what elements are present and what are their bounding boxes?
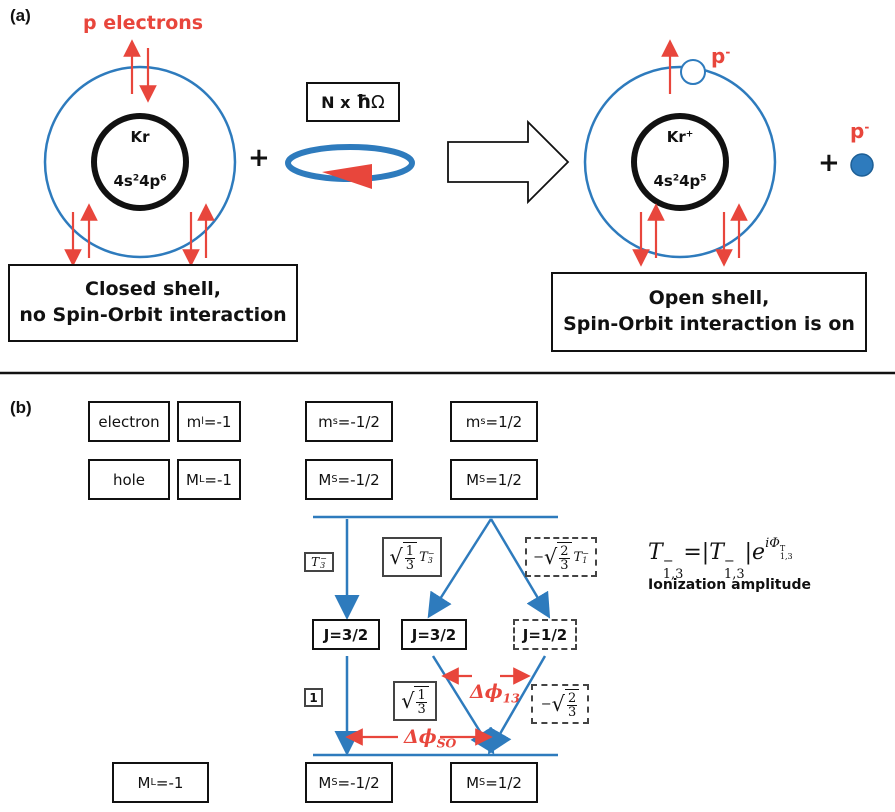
kr-ion-core <box>631 113 729 211</box>
dphi-so-label: ΔϕSO <box>404 726 457 751</box>
panel-b-label: (b) <box>10 398 32 417</box>
transition-lower-right <box>487 655 547 755</box>
amplitude-t3-box: T−3 <box>304 552 334 572</box>
kr-ion-outer-shell <box>583 65 777 259</box>
plus-sign-2: + <box>818 148 840 178</box>
kr-ion-element-label: Kr+ <box>666 128 694 146</box>
p-electrons-label: p electrons <box>83 12 204 34</box>
ionization-amplitude-label: Ionization amplitude <box>648 577 811 593</box>
electron-pair-top-left <box>123 39 157 103</box>
kr-ion-configuration: 4s24p5 <box>653 172 707 190</box>
kr-core-left <box>91 113 189 211</box>
photoelectron <box>850 153 874 177</box>
j-level-mid-box: J=3/2 <box>401 619 467 650</box>
hole-label: p- <box>711 44 731 68</box>
reaction-arrow <box>447 119 570 205</box>
electron-pair-bottom-right <box>182 203 215 267</box>
photoelectron-label: p- <box>850 119 870 143</box>
transition-upper-right <box>489 518 551 619</box>
caption-open-shell: Open shell, Spin-Orbit interaction is on <box>551 272 867 352</box>
kr-outer-shell-left <box>43 65 237 259</box>
electron-pair-bottom-left-ion <box>632 203 665 267</box>
transition-upper-mid <box>427 518 493 619</box>
kr-configuration: 4s24p6 <box>113 172 167 190</box>
kr-element-label: Kr <box>130 128 150 146</box>
electron-label-box: electron <box>88 401 170 442</box>
plus-sign-1: + <box>248 143 270 173</box>
electron-pair-bottom-left <box>64 203 98 267</box>
dphi-13-label: Δϕ13 <box>470 681 520 706</box>
j-level-left-box: J=3/2 <box>312 619 380 650</box>
panel-a-label: (a) <box>10 6 31 25</box>
hole-marker <box>680 59 706 85</box>
electron-pair-bottom-right-ion <box>715 203 748 267</box>
hole-label-box: hole <box>88 459 170 500</box>
photon-loop-arrowhead <box>322 164 372 189</box>
j-level-right-box: J=1/2 <box>513 619 577 650</box>
caption-closed-shell: Closed shell, no Spin-Orbit interaction <box>8 264 298 342</box>
coefficient-one-box: 1 <box>304 688 323 707</box>
